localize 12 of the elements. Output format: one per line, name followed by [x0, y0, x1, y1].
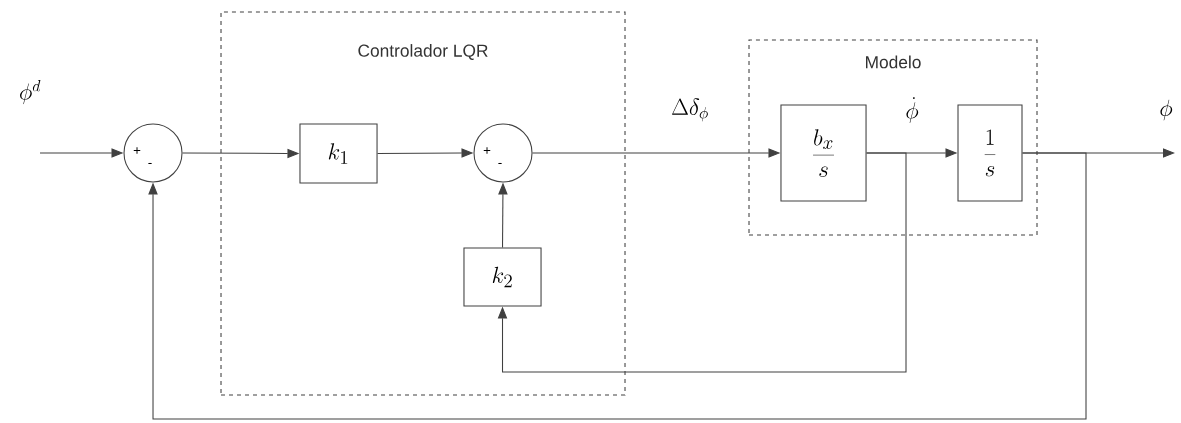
arrow [148, 152, 1087, 420]
edge-label: $\dot{\phi}$ [906, 97, 919, 124]
transfer-block: $\frac{1}{s}$ [957, 104, 1023, 202]
transfer-block: $k_{1}$ [299, 123, 378, 184]
edge-label: $\Delta\delta_{\phi}$ [672, 98, 708, 122]
edge-label: $\phi$ [1160, 99, 1173, 121]
transfer-block: $k_{2}$ [463, 247, 542, 307]
summing-junction: + - [473, 123, 533, 183]
summing-junction: + - [123, 123, 183, 183]
transfer-block: $\frac{b_{x}}{s}$ [780, 104, 867, 202]
edge-label: $\phi^{d}$ [20, 80, 41, 105]
arrow [497, 152, 907, 373]
